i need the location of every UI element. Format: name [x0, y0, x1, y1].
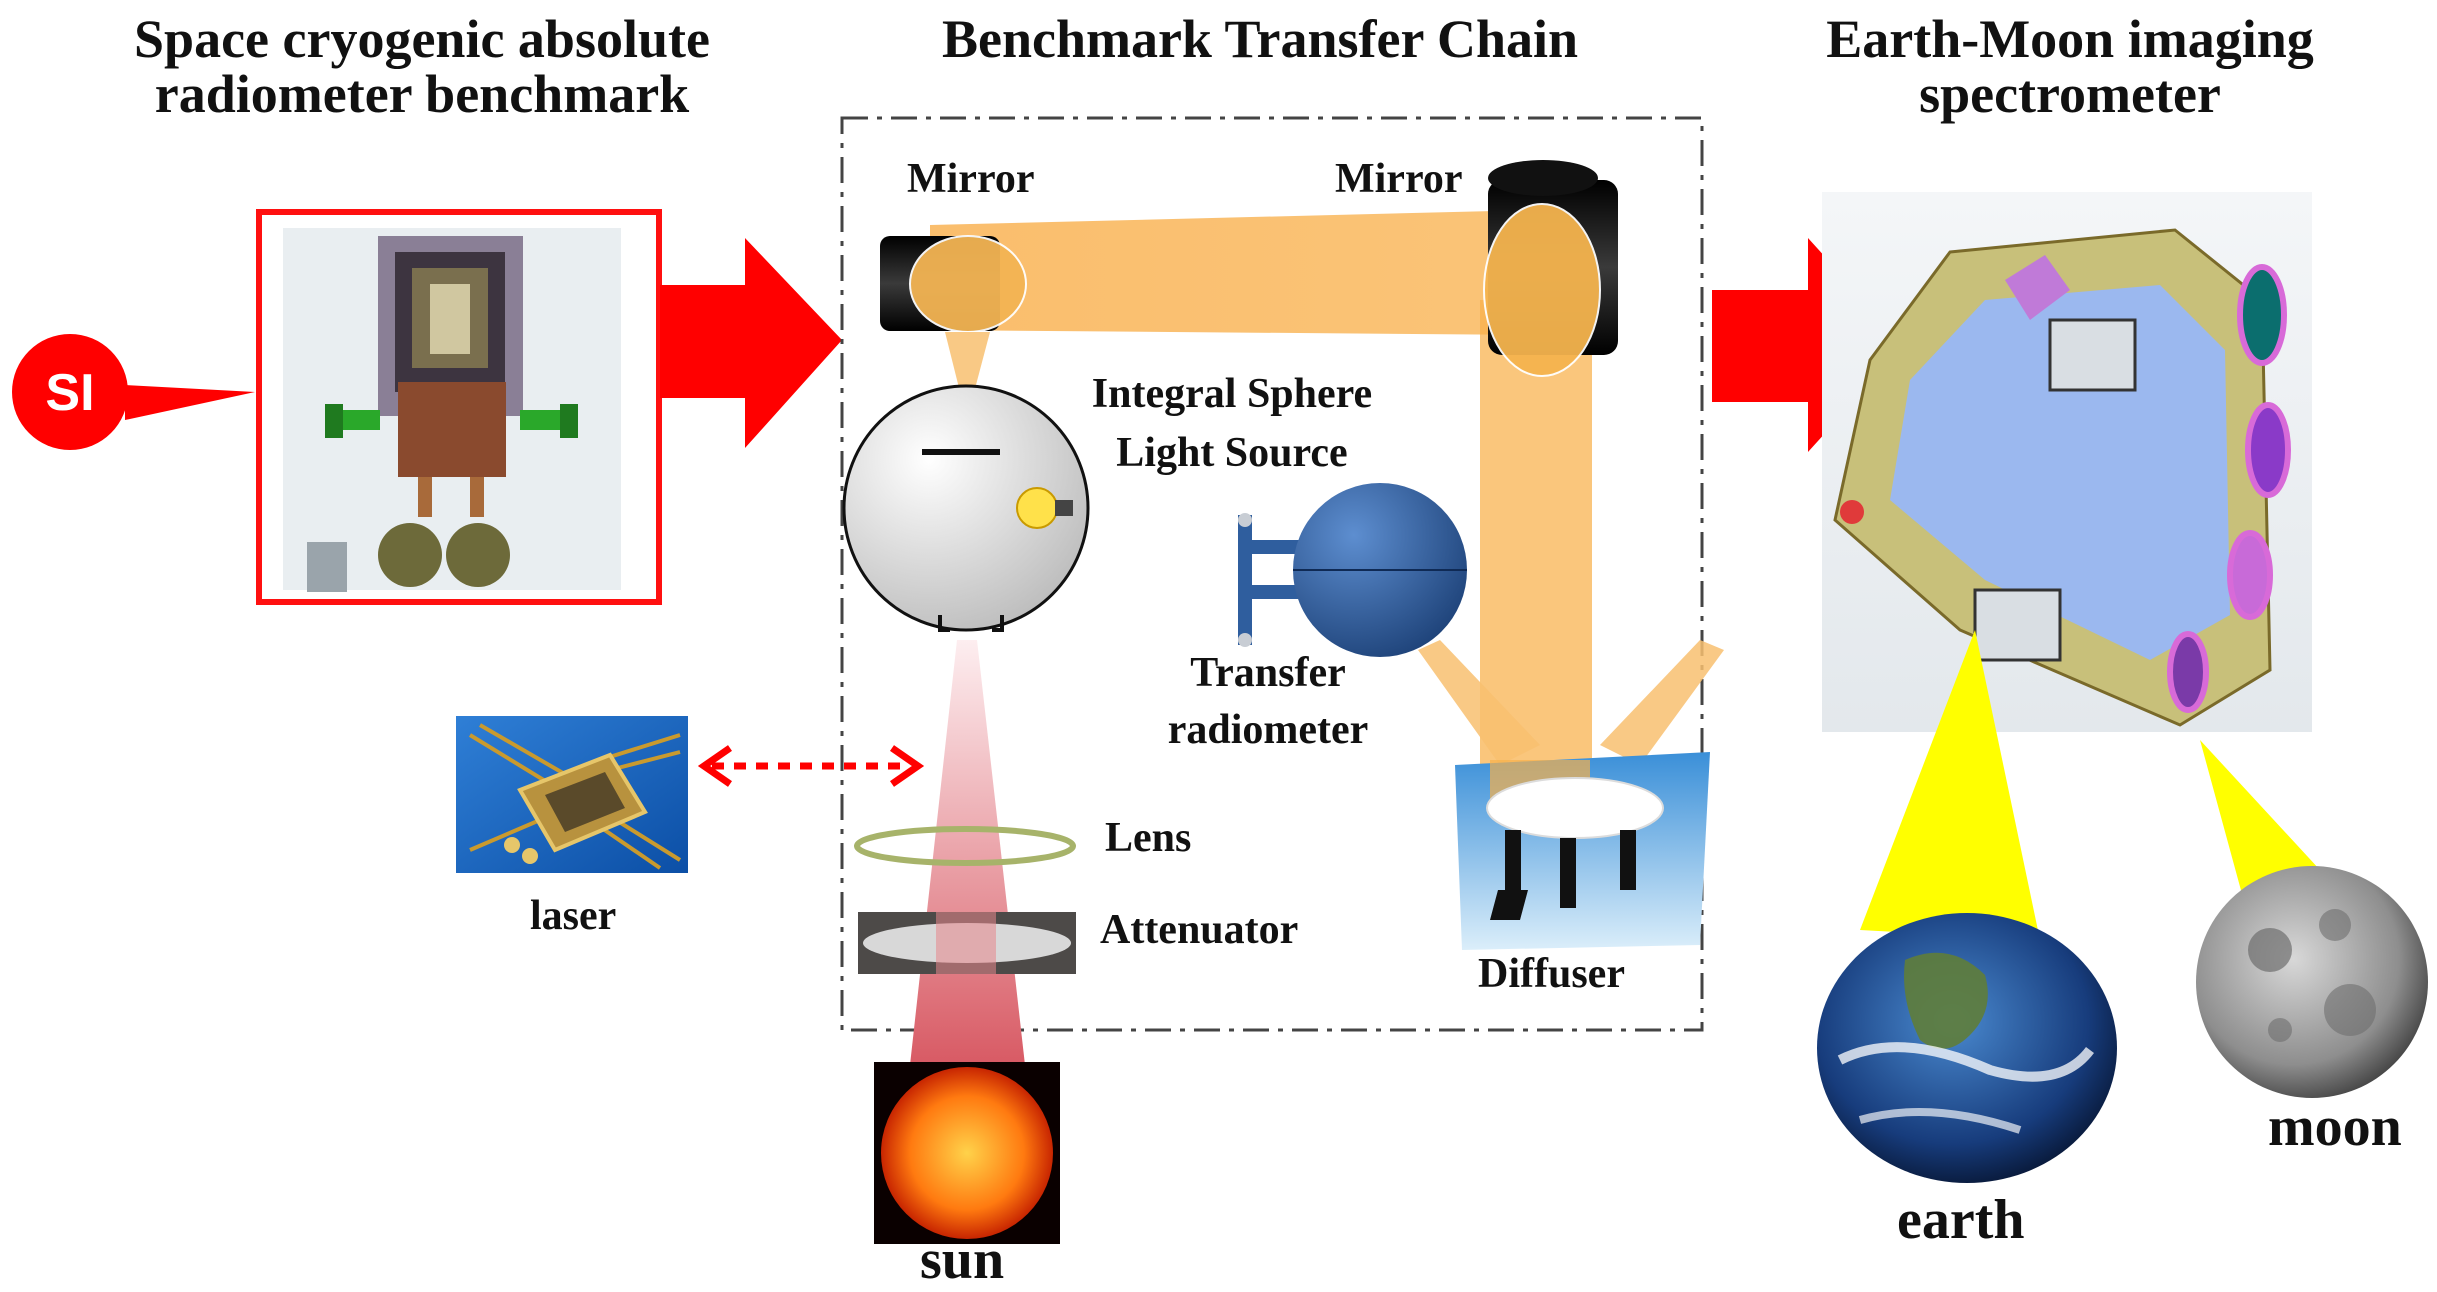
arrow-to-spectrometer: [1712, 238, 1905, 452]
diffuser-to-radiometer-cone: [1418, 640, 1540, 765]
diffuser-scatter-cone: [1600, 640, 1724, 765]
label-laser: laser: [530, 893, 617, 939]
earth-view-cone: [1860, 630, 2040, 940]
sun-beam: [910, 640, 1025, 1065]
moon-image: [2196, 866, 2428, 1098]
laser-image: [456, 716, 688, 873]
si-text: SI: [45, 364, 94, 422]
label-transfer-radiometer: Transfer radiometer: [1167, 650, 1369, 753]
cryogenic-radiometer-image: [256, 209, 662, 605]
right-mirror: [1483, 160, 1618, 377]
heading-transfer-chain: Benchmark Transfer Chain: [941, 9, 1579, 69]
label-attenuator: Attenuator: [1100, 907, 1299, 953]
spectrometer-image: [1822, 192, 2312, 732]
diffuser-image: [1455, 752, 1710, 950]
label-mirror-left: Mirror: [907, 156, 1035, 202]
attenuator: [858, 912, 1076, 974]
label-sun: sun: [920, 1229, 1005, 1291]
laser-link-arrow: [697, 745, 925, 787]
heading-earth-moon-spectrometer: Earth-Moon imaging spectrometer: [1826, 9, 2314, 125]
label-moon: moon: [2268, 1096, 2402, 1158]
heading-radiometer-benchmark: Space cryogenic absolute radiometer benc…: [134, 9, 710, 125]
earth-image: [1817, 913, 2117, 1183]
label-diffuser: Diffuser: [1478, 951, 1625, 997]
label-lens: Lens: [1105, 815, 1192, 861]
label-earth: earth: [1897, 1189, 2025, 1251]
lens: [854, 826, 1076, 866]
light-beam: [930, 210, 1592, 770]
transfer-radiometer: [1238, 483, 1467, 657]
label-mirror-right: Mirror: [1335, 156, 1463, 202]
integral-sphere: [842, 384, 1090, 632]
arrow-to-transfer-chain: [660, 238, 842, 448]
si-badge: SI: [12, 334, 255, 450]
sun-image: [874, 1062, 1060, 1244]
moon-view-cone: [2200, 740, 2320, 905]
left-mirror: [880, 235, 1027, 333]
transfer-chain-frame: [840, 116, 1704, 1032]
label-integral-sphere: Integral Sphere Light Source: [1091, 371, 1373, 476]
mirror-to-sphere-cone: [945, 332, 990, 400]
